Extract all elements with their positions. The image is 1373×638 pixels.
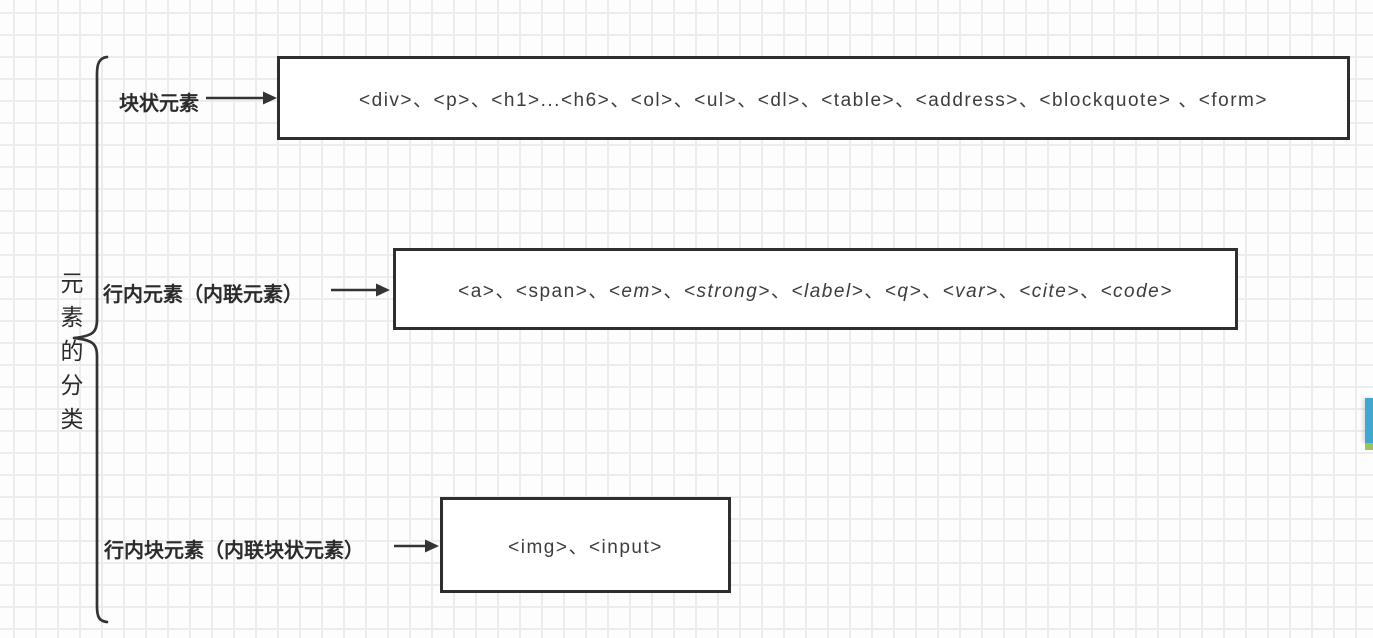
root-label-char: 分: [60, 372, 84, 398]
tag-text-segment: <a>、<span>、: [458, 280, 609, 302]
tag-text-segment: 、: [864, 280, 885, 302]
arrow-inline-icon[interactable]: [331, 283, 390, 297]
tag-text-segment: <div>、<p>、<h1>...<h6>、<ol>、<ul>、<dl>、<ta…: [359, 89, 1268, 111]
tag-text-segment: <code>: [1100, 280, 1173, 302]
branch-label-inline-block[interactable]: 行内块元素（内联块状元素）: [104, 540, 364, 562]
arrow-block-icon[interactable]: [206, 91, 277, 105]
tag-text-segment: <q>: [884, 280, 923, 302]
tag-text-segment: 、: [1079, 280, 1101, 302]
arrow-inline-block-icon[interactable]: [394, 539, 439, 553]
node-inline-elements[interactable]: <a>、<span>、<em>、<strong>、<label>、<q>、<va…: [393, 248, 1238, 330]
branch-label-inline[interactable]: 行内元素（内联元素）: [103, 284, 303, 306]
root-label-char: 的: [60, 338, 84, 364]
node-inline-elements-text: <a>、<span>、<em>、<strong>、<label>、<q>、<va…: [458, 276, 1173, 303]
vertical-scrollbar-thumb[interactable]: [1365, 398, 1373, 443]
node-inline-block-elements-text: <img>、<input>: [508, 532, 663, 559]
tag-text-segment: 、: [663, 280, 684, 302]
root-label-char: 类: [60, 406, 84, 432]
tag-text-segment: <cite>: [1019, 280, 1080, 302]
brace-icon[interactable]: [72, 55, 109, 624]
node-inline-block-elements[interactable]: <img>、<input>: [440, 497, 731, 593]
vertical-scrollbar-thumb-tip[interactable]: [1365, 443, 1373, 450]
tag-text-segment: <strong>: [683, 280, 771, 302]
tag-text-segment: 、: [770, 280, 792, 302]
root-label-char: 素: [60, 304, 84, 330]
tag-text-segment: 、: [998, 280, 1020, 302]
tag-text-segment: <em>: [608, 280, 664, 302]
node-block-elements-text: <div>、<p>、<h1>...<h6>、<ol>、<ul>、<dl>、<ta…: [359, 85, 1268, 112]
branch-label-block[interactable]: 块状元素: [119, 93, 199, 115]
tag-text-segment: 、: [922, 280, 943, 302]
root-label-char: 元: [60, 270, 84, 296]
tag-text-segment: <img>、<input>: [508, 536, 663, 558]
root-label[interactable]: 元 素 的 分 类: [58, 266, 86, 436]
tag-text-segment: <label>: [791, 280, 865, 302]
node-block-elements[interactable]: <div>、<p>、<h1>...<h6>、<ol>、<ul>、<dl>、<ta…: [277, 56, 1350, 140]
tag-text-segment: <var>: [942, 280, 999, 302]
